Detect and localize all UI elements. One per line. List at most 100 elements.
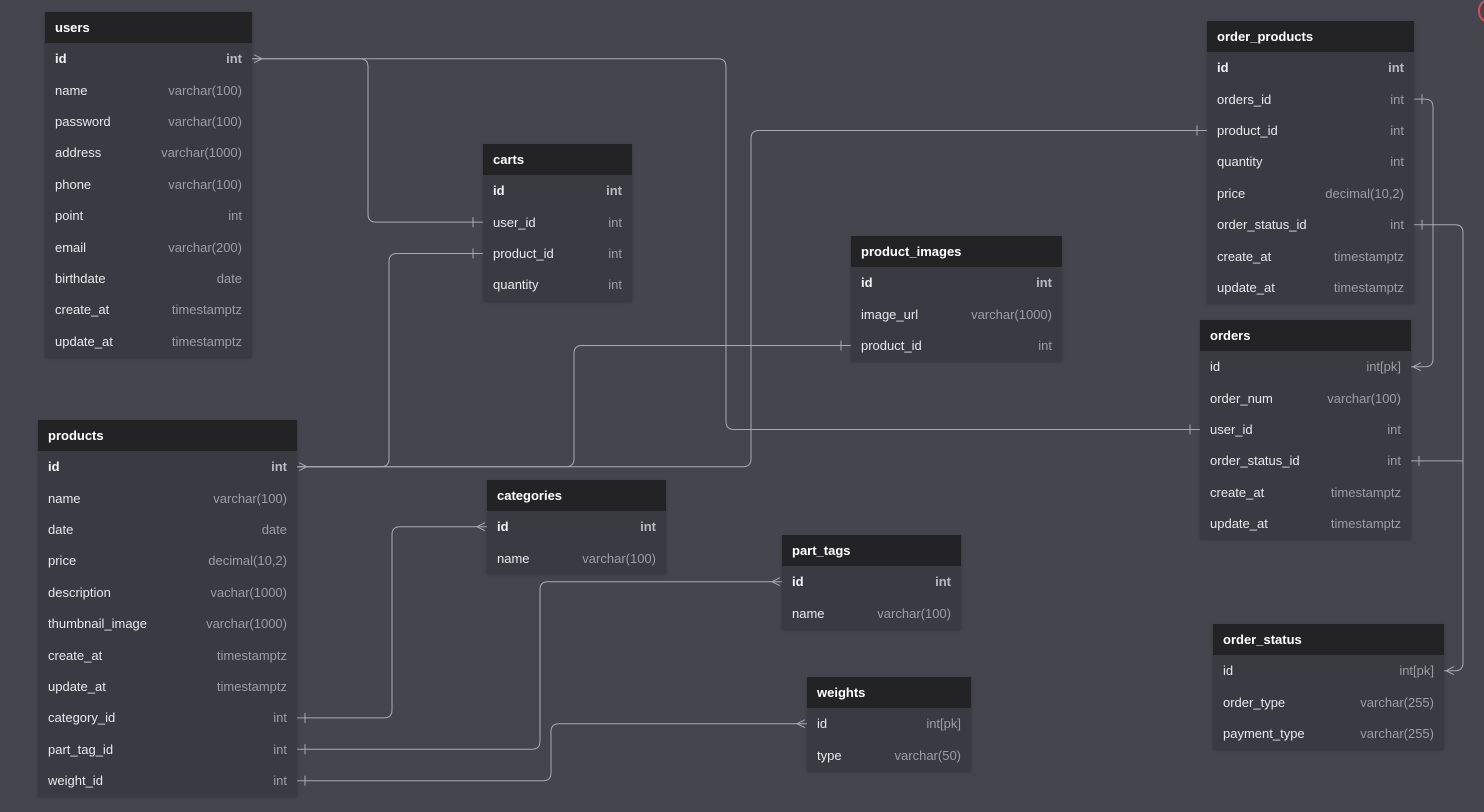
column-row-id[interactable]: id int[pk] — [807, 708, 971, 739]
column-type: timestamptz — [1333, 248, 1404, 264]
table-header[interactable]: order_status — [1213, 624, 1444, 655]
column-name: price — [48, 553, 77, 569]
column-row-order-type[interactable]: order_type varchar(255) — [1213, 686, 1444, 717]
table-header[interactable]: order_products — [1207, 21, 1414, 52]
column-type: int[pk] — [926, 716, 961, 732]
table-header[interactable]: products — [38, 420, 297, 451]
table-header[interactable]: carts — [483, 144, 632, 175]
column-name: id — [817, 716, 828, 732]
column-type: int[pk] — [1366, 359, 1401, 375]
column-type: int — [1036, 275, 1052, 291]
column-type: int — [226, 51, 242, 67]
column-name: create_at — [55, 302, 110, 318]
table-header[interactable]: product_images — [851, 236, 1062, 267]
link-products-images — [297, 345, 851, 468]
column-type: int — [273, 773, 287, 789]
table-header[interactable]: categories — [487, 480, 666, 511]
column-name: user_id — [493, 214, 536, 230]
column-type: int — [935, 574, 951, 590]
table-header[interactable]: users — [45, 12, 252, 43]
link-orderproducts-status — [1414, 224, 1464, 672]
column-row-create-at[interactable]: create_at timestamptz — [45, 294, 252, 325]
column-name: phone — [55, 176, 92, 192]
crowfoot-many-icon — [298, 462, 309, 472]
column-type: date — [216, 270, 242, 286]
table-header[interactable]: part_tags — [782, 535, 961, 566]
table-header[interactable]: weights — [807, 677, 971, 708]
column-name: name — [55, 82, 88, 98]
column-name: update_at — [1210, 516, 1268, 532]
column-type: varchar(255) — [1360, 694, 1434, 710]
column-name: order_type — [1223, 694, 1286, 710]
column-name: id — [1223, 663, 1234, 679]
column-name: quantity — [1217, 154, 1263, 170]
column-type: timestamptz — [171, 302, 242, 318]
table-header[interactable]: orders — [1200, 320, 1411, 351]
column-name: payment_type — [1223, 725, 1305, 741]
column-type: int — [1390, 122, 1404, 138]
column-type: int — [1387, 453, 1401, 469]
column-name: create_at — [48, 647, 103, 663]
column-name: id — [493, 183, 505, 199]
column-name: orders_id — [1217, 91, 1272, 107]
